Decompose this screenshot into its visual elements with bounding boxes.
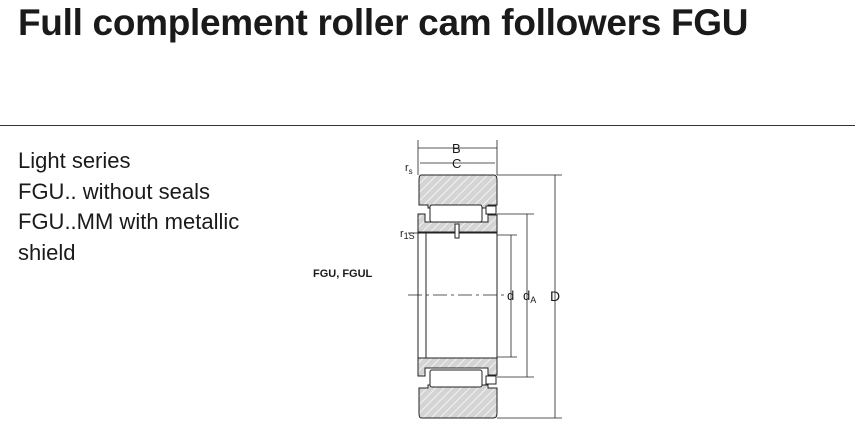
dim-rs-label: rs bbox=[405, 162, 413, 176]
dim-B-label: B bbox=[452, 141, 461, 156]
description-line: FGU.. without seals bbox=[18, 178, 210, 204]
outer-ring-top bbox=[418, 174, 498, 209]
roller-bottom bbox=[429, 369, 483, 388]
outer-ring-bottom bbox=[418, 384, 498, 419]
inner-ring-bottom bbox=[417, 357, 498, 377]
variant-label: FGU, FGUL bbox=[313, 268, 373, 280]
dim-r1s-label: r1S bbox=[400, 228, 415, 241]
roller-top bbox=[429, 204, 483, 223]
description-line: Light series bbox=[18, 148, 131, 173]
description-line: shield bbox=[18, 239, 76, 265]
dim-C-label: C bbox=[452, 156, 461, 171]
dim-d-label: d bbox=[507, 288, 514, 303]
dim-dA-label: dA bbox=[523, 288, 536, 305]
divider bbox=[0, 125, 855, 126]
description-line: FGU..MM with metallic bbox=[18, 209, 240, 234]
dim-D-label: D bbox=[550, 288, 560, 304]
series-description: Light series FGU.. without seals FGU..MM… bbox=[18, 146, 239, 268]
page-title: Full complement roller cam followers FGU bbox=[18, 2, 749, 43]
inner-ring-top bbox=[417, 213, 498, 233]
